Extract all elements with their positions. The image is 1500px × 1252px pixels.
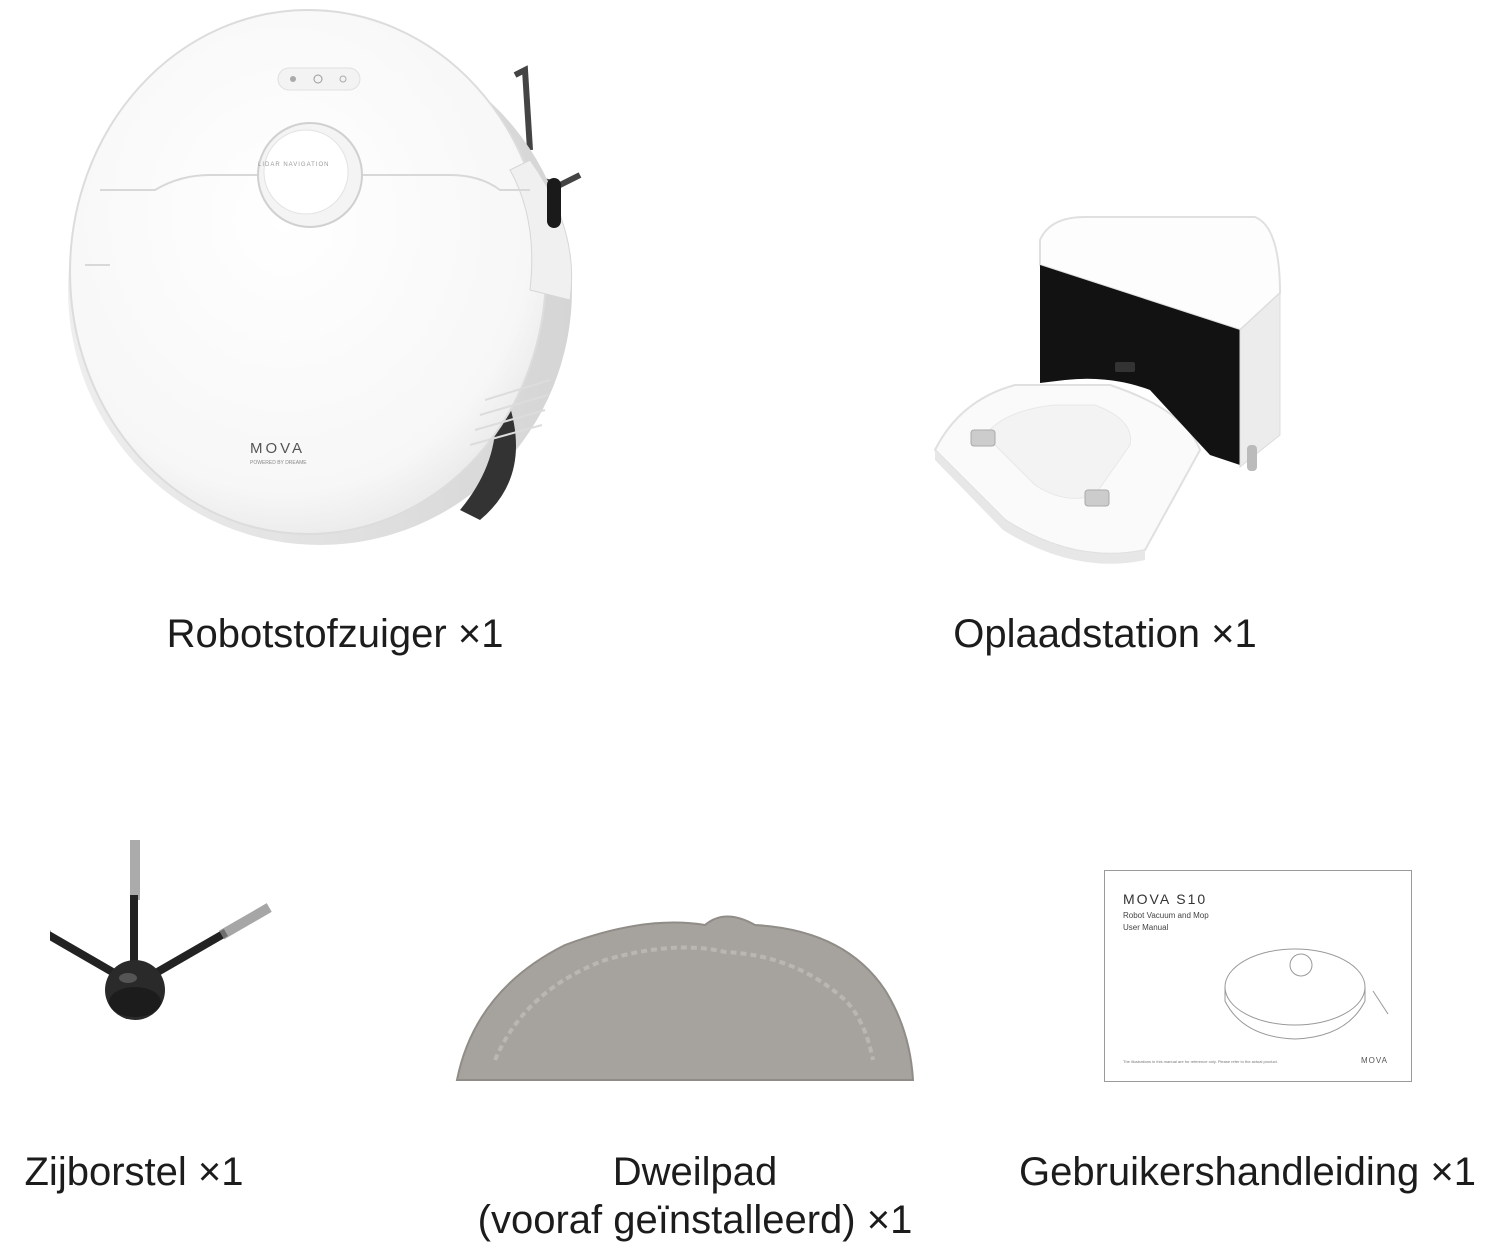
robot-vacuum-image: LIDAR NAVIGATION MOVA POWERED BY DREAME	[60, 0, 600, 560]
charging-station-caption: Oplaadstation ×1	[953, 612, 1257, 656]
manual-cover-line1: Robot Vacuum and Mop	[1123, 911, 1209, 920]
mop-pad-caption: Dweilpad (vooraf geïnstalleerd) ×1	[440, 1148, 950, 1244]
user-manual-image: MOVA S10 Robot Vacuum and Mop User Manua…	[1104, 870, 1412, 1082]
manual-cover-footnote: The illustrations in this manual are for…	[1123, 1059, 1278, 1064]
user-manual-caption: Gebruikershandleiding ×1	[1019, 1150, 1476, 1194]
charging-station-image	[925, 205, 1285, 565]
side-brush-image	[50, 840, 280, 1080]
mop-pad-image	[455, 910, 915, 1085]
side-brush-caption: Zijborstel ×1	[24, 1150, 244, 1194]
mop-pad-caption-line1: Dweilpad	[612, 1150, 778, 1194]
robot-logo: MOVA	[250, 440, 306, 457]
robot-panel-text: LIDAR NAVIGATION	[258, 162, 330, 168]
robot-logo-sub: POWERED BY DREAME	[250, 460, 307, 466]
robot-vacuum-caption: Robotstofzuiger ×1	[166, 612, 504, 656]
mop-pad-caption-line2: (vooraf geïnstalleerd) ×1	[477, 1198, 913, 1242]
manual-cover-footer-logo: MOVA	[1361, 1056, 1388, 1065]
manual-cover-brand: MOVA S10	[1123, 891, 1208, 907]
manual-cover-line2: User Manual	[1123, 923, 1169, 932]
